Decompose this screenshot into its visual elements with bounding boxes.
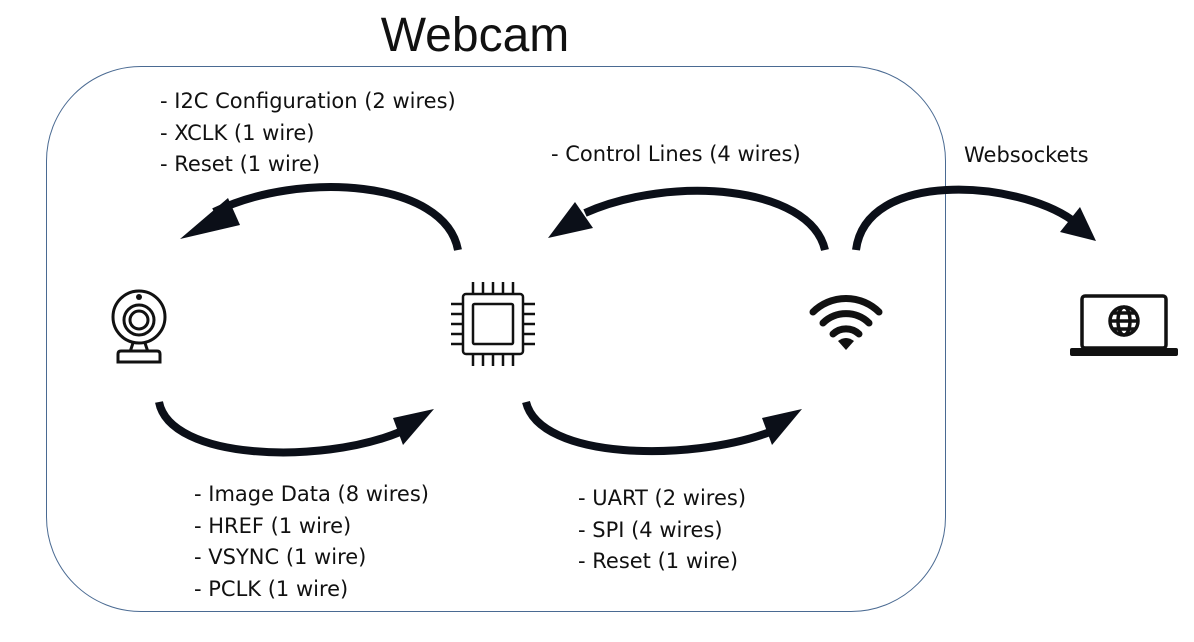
arrowhead-mcu-bottom (393, 409, 434, 445)
control-lines-label: - Control Lines (4 wires) (551, 142, 801, 166)
camera-reset-text: - Reset (1 wire) (160, 152, 321, 176)
arrow-wifi-to-laptop (852, 185, 1075, 251)
webcam-enclosure (46, 66, 946, 612)
arrow-wifi-to-mcu (583, 186, 829, 252)
chip-icon (451, 282, 535, 366)
wifi-reset-text: - Reset (1 wire) (578, 549, 739, 573)
uart-text: - UART (2 wires) (578, 486, 747, 510)
webcam-icon (111, 289, 167, 364)
image-data-text: - Image Data (8 wires) (194, 482, 429, 506)
arrow-camera-to-mcu (155, 400, 402, 457)
i2c-config-text: - I2C Configuration (2 wires) (160, 89, 456, 113)
vsync-text: - VSYNC (1 wire) (194, 545, 367, 569)
diagram-title: Webcam (380, 9, 570, 62)
spi-text: - SPI (4 wires) (578, 517, 723, 542)
arrowhead-laptop (1060, 207, 1096, 241)
arrowhead-wifi (762, 409, 802, 445)
websockets-label: Websockets (964, 143, 1089, 167)
href-text: - HREF (1 wire) (194, 513, 352, 538)
wifi-icon (809, 295, 883, 350)
arrow-mcu-to-camera (212, 183, 462, 251)
arrow-mcu-to-wifi (522, 400, 772, 456)
camera-config-lines-label: - I2C Configuration (2 wires) - XCLK (1 … (160, 86, 456, 181)
laptop-globe-icon (1070, 294, 1178, 356)
arrowhead-camera (180, 198, 240, 239)
uart-spi-lines-label: - UART (2 wires) - SPI (4 wires) - Reset… (578, 483, 746, 578)
xclk-text: - XCLK (1 wire) (160, 120, 315, 145)
arrowhead-mcu-top (548, 202, 593, 238)
pclk-text: - PCLK (1 wire) (194, 576, 349, 601)
image-data-lines-label: - Image Data (8 wires) - HREF (1 wire) -… (194, 479, 429, 605)
